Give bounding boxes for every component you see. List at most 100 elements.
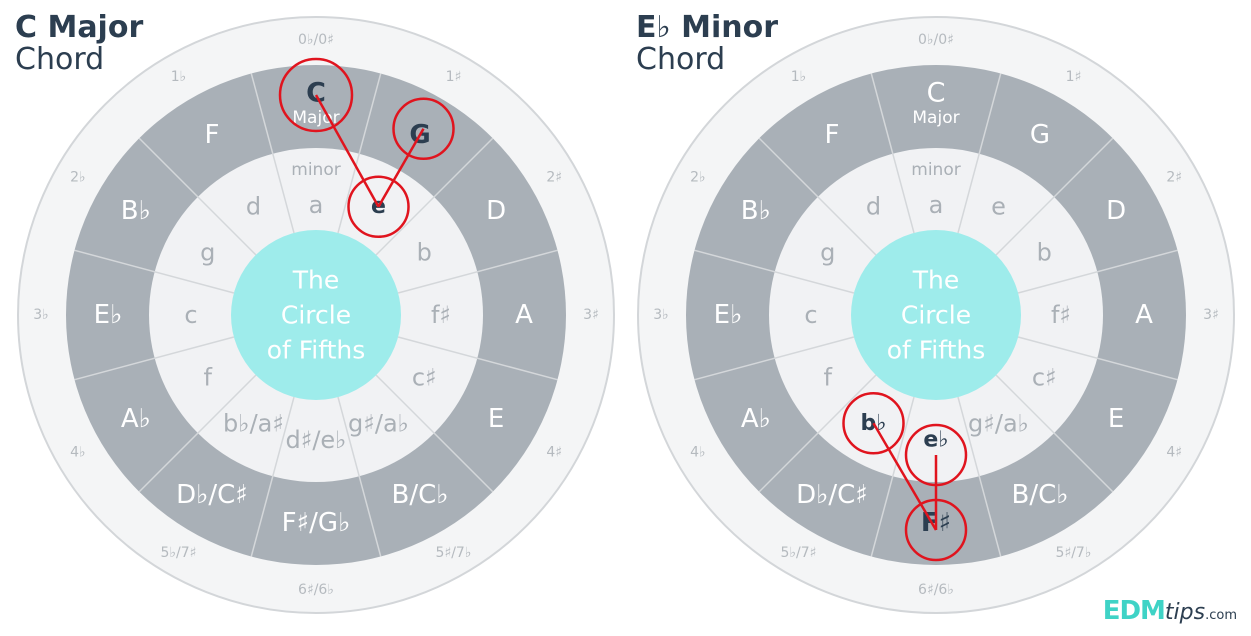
major-key-label: D: [1106, 196, 1126, 226]
chord-note-highlight-circle: [392, 97, 455, 161]
key-signature-label: 0♭/0♯: [918, 32, 954, 48]
minor-key-label: c♯: [1032, 364, 1057, 392]
segment-divider: [250, 396, 295, 557]
title-regular: Chord: [636, 42, 726, 77]
minor-key-label: a: [929, 191, 944, 219]
major-key-label: F: [825, 120, 840, 150]
segment-divider: [957, 73, 1002, 234]
major-key-label: E♭: [94, 300, 123, 330]
key-signature-label: 1♯: [446, 69, 462, 85]
minor-key-label: d: [246, 193, 261, 221]
chord-note-highlight-circle: [842, 392, 905, 455]
major-key-label: A: [515, 300, 533, 330]
major-key-label: E: [1108, 404, 1124, 434]
major-key-label: C: [306, 78, 326, 109]
major-key-label: D♭/C♯: [796, 480, 868, 510]
segment-divider: [758, 374, 877, 493]
segment-divider: [397, 249, 558, 294]
chord-note-highlight-circle: [347, 175, 410, 238]
center-title-line: The: [292, 266, 340, 295]
key-signature-label: 3♭: [653, 307, 669, 323]
major-key-label: A♭: [121, 404, 151, 434]
title-bold: E♭ Minor: [636, 10, 778, 45]
minor-key-label: g♯/a♭: [348, 409, 409, 437]
major-key-label: B/C♭: [1011, 480, 1068, 510]
center-title-line: of Fifths: [267, 336, 366, 365]
center-circle: [851, 230, 1021, 400]
segment-divider: [870, 396, 915, 557]
minor-key-label: d: [866, 193, 881, 221]
key-signature-label: 5♯/7♭: [1056, 545, 1092, 561]
key-signature-label: 3♯: [583, 307, 599, 323]
key-signature-label: 3♯: [1203, 307, 1219, 323]
minor-key-label: b: [417, 239, 432, 267]
minor-key-label: g♯/a♭: [968, 409, 1029, 437]
major-key-label: D♭/C♯: [176, 480, 248, 510]
segment-divider: [74, 249, 235, 294]
minor-key-label: b: [1037, 239, 1052, 267]
logo-brand: EDM: [1102, 596, 1166, 626]
segment-divider: [74, 336, 235, 381]
minor-key-label: c: [804, 301, 817, 329]
segment-divider: [138, 374, 257, 493]
minor-key-label: e: [991, 193, 1006, 221]
major-key-label: D: [486, 196, 506, 226]
key-signature-label: 2♯: [1166, 170, 1182, 186]
chord-connector-line: [377, 128, 425, 208]
key-signature-label: 2♭: [690, 170, 706, 186]
minor-ring-label: minor: [291, 160, 340, 180]
major-key-label: E: [488, 404, 504, 434]
minor-key-label: g: [200, 239, 215, 267]
major-key-label: C: [927, 78, 946, 109]
minor-key-label: d♯/e♭: [285, 426, 346, 454]
segment-divider: [694, 336, 855, 381]
center-title-line: of Fifths: [887, 336, 986, 365]
key-signature-label: 4♭: [70, 445, 86, 461]
key-signature-label: 1♯: [1066, 69, 1082, 85]
major-key-label: E♭: [714, 300, 743, 330]
center-circle: [231, 230, 401, 400]
segment-divider: [1017, 336, 1178, 381]
minor-key-label: c: [184, 301, 197, 329]
major-key-label: F: [205, 120, 220, 150]
segment-divider: [870, 73, 915, 234]
major-key-label: A: [1135, 300, 1153, 330]
major-key-label: B♭: [121, 196, 151, 226]
segment-divider: [1017, 249, 1178, 294]
key-signature-label: 5♭/7♯: [781, 545, 817, 561]
center-title-line: The: [912, 266, 960, 295]
segment-divider: [375, 137, 494, 256]
key-signature-label: 3♭: [33, 307, 49, 323]
segment-divider: [138, 137, 257, 256]
major-key-label: A♭: [741, 404, 771, 434]
chord-note-highlight-circle: [904, 423, 968, 487]
chord-note-highlight-circle: [904, 498, 968, 562]
key-signature-label: 5♭/7♯: [161, 545, 197, 561]
key-signature-label: 2♯: [546, 170, 562, 186]
major-key-label: B/C♭: [391, 480, 448, 510]
minor-key-label: f♯: [1051, 301, 1071, 329]
major-key-label: B♭: [741, 196, 771, 226]
minor-key-label: c♯: [412, 364, 437, 392]
minor-key-label: a: [309, 191, 324, 219]
minor-key-label: e♭: [923, 428, 948, 453]
minor-ring-label: minor: [911, 160, 960, 180]
key-signature-label: 6♯/6♭: [298, 582, 334, 598]
key-signature-label: 5♯/7♭: [436, 545, 472, 561]
center-title-line: Circle: [901, 301, 971, 330]
minor-key-label: f: [204, 364, 213, 392]
segment-divider: [995, 374, 1114, 493]
chord-connector-line: [872, 422, 938, 531]
major-key-label: G: [1030, 120, 1050, 150]
minor-key-label: b♭/a♯: [223, 409, 284, 437]
segment-divider: [337, 73, 382, 234]
chord-note-highlight-circle: [278, 57, 354, 133]
center-title-line: Circle: [281, 301, 351, 330]
segment-divider: [375, 374, 494, 493]
segment-divider: [397, 336, 558, 381]
segment-divider: [957, 396, 1002, 557]
minor-key-label: f: [824, 364, 833, 392]
